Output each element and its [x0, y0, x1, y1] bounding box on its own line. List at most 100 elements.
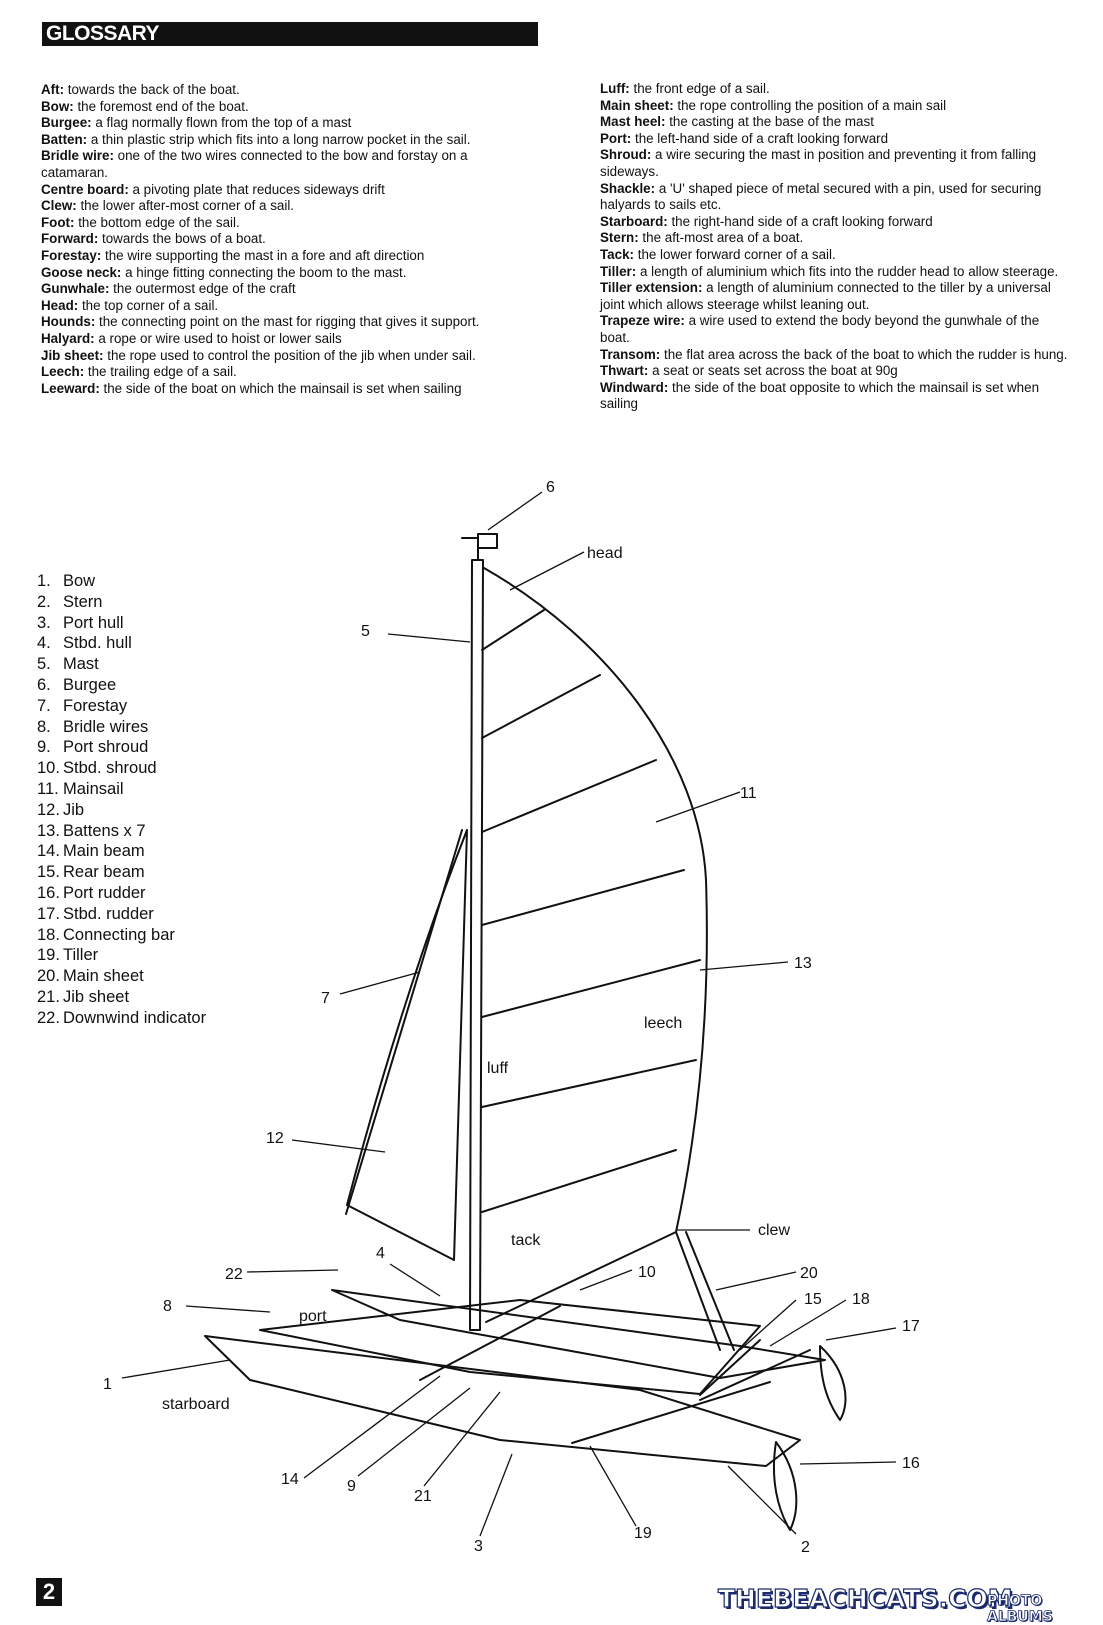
glossary-entry: Bridle wire: one of the two wires connec…: [41, 148, 511, 181]
glossary-title: GLOSSARY: [46, 22, 159, 45]
label-luff: luff: [487, 1060, 509, 1077]
leader-line: [700, 962, 788, 970]
label-12: 12: [266, 1130, 284, 1147]
label-starboard: starboard: [162, 1396, 230, 1413]
leader-line: [340, 972, 420, 994]
site-logo-subtitle: PHOTO ALBUMS: [987, 1593, 1103, 1625]
leader-line: [186, 1306, 270, 1312]
glossary-entry: Jib sheet: the rope used to control the …: [41, 348, 511, 365]
leader-line: [388, 634, 470, 642]
glossary-entry: Tiller: a length of aluminium which fits…: [600, 264, 1070, 281]
leader-line: [510, 552, 584, 590]
label-6: 6: [546, 479, 555, 496]
label-5: 5: [361, 623, 370, 640]
label-11: 11: [740, 785, 757, 802]
starboard-rudder: [774, 1442, 796, 1530]
leader-line: [358, 1388, 470, 1476]
leader-line: [716, 1272, 796, 1290]
glossary-entry: Main sheet: the rope controlling the pos…: [600, 98, 1070, 115]
label-13: 13: [794, 955, 812, 972]
label-22: 22: [225, 1266, 243, 1283]
label-leech: leech: [644, 1015, 682, 1032]
label-14: 14: [281, 1471, 299, 1488]
leader-line: [826, 1328, 896, 1340]
mainsail: [484, 568, 707, 1322]
label-16: 16: [902, 1455, 920, 1472]
glossary-entry: Shroud: a wire securing the mast in posi…: [600, 147, 1070, 180]
label-19: 19: [634, 1525, 652, 1542]
mast: [470, 560, 483, 1330]
page-number: 2: [36, 1578, 62, 1606]
leader-line: [247, 1270, 338, 1272]
glossary-entry: Leech: the trailing edge of a sail.: [41, 364, 511, 381]
label-9: 9: [347, 1478, 356, 1495]
leader-line: [122, 1360, 230, 1378]
glossary-entry: Port: the left-hand side of a craft look…: [600, 131, 1070, 148]
glossary-entry: Windward: the side of the boat opposite …: [600, 380, 1070, 413]
glossary-entry: Halyard: a rope or wire used to hoist or…: [41, 331, 511, 348]
glossary-entry: Stern: the aft-most area of a boat.: [600, 230, 1070, 247]
jib: [347, 830, 467, 1260]
main-sheet: [676, 1232, 734, 1350]
glossary-entry: Tack: the lower forward corner of a sail…: [600, 247, 1070, 264]
glossary-entry: Luff: the front edge of a sail.: [600, 81, 1070, 98]
label-clew: clew: [758, 1222, 790, 1239]
leader-line: [656, 792, 740, 822]
label-port: port: [299, 1308, 327, 1325]
glossary-entry: Batten: a thin plastic strip which fits …: [41, 132, 511, 149]
glossary-entry: Centre board: a pivoting plate that redu…: [41, 182, 511, 199]
label-4: 4: [376, 1245, 385, 1262]
leader-line: [424, 1392, 500, 1486]
glossary-entry: Bow: the foremost end of the boat.: [41, 99, 511, 116]
label-17: 17: [902, 1318, 920, 1335]
glossary-header: GLOSSARY: [42, 22, 538, 46]
glossary-entry: Starboard: the right-hand side of a craf…: [600, 214, 1070, 231]
glossary-entry: Head: the top corner of a sail.: [41, 298, 511, 315]
catamaran-diagram: 6 head 5 11 13 7 leech luff 12 clew tack…: [0, 460, 1103, 1580]
glossary-entry: Aft: towards the back of the boat.: [41, 82, 511, 99]
glossary-entry: Clew: the lower after-most corner of a s…: [41, 198, 511, 215]
glossary-entry: Hounds: the connecting point on the mast…: [41, 314, 511, 331]
glossary-entry: Forward: towards the bows of a boat.: [41, 231, 511, 248]
leader-line: [292, 1140, 385, 1152]
leader-line: [590, 1446, 636, 1526]
glossary-entry: Leeward: the side of the boat on which t…: [41, 381, 511, 398]
label-head: head: [587, 545, 623, 562]
leader-line: [488, 492, 542, 530]
glossary-entry: Mast heel: the casting at the base of th…: [600, 114, 1070, 131]
glossary-entry: Gunwhale: the outermost edge of the craf…: [41, 281, 511, 298]
label-10: 10: [638, 1264, 656, 1281]
label-tack: tack: [511, 1232, 541, 1249]
label-15: 15: [804, 1291, 822, 1308]
glossary-entry: Goose neck: a hinge fitting connecting t…: [41, 265, 511, 282]
label-20: 20: [800, 1265, 818, 1282]
leader-line: [728, 1466, 796, 1534]
glossary-entry: Thwart: a seat or seats set across the b…: [600, 363, 1070, 380]
forestay: [346, 830, 462, 1214]
port-rudder: [820, 1346, 845, 1420]
label-1: 1: [103, 1376, 112, 1393]
glossary-entry: Transom: the flat area across the back o…: [600, 347, 1070, 364]
glossary-entry: Shackle: a 'U' shaped piece of metal sec…: [600, 181, 1070, 214]
label-7: 7: [321, 990, 330, 1007]
leader-line: [390, 1264, 440, 1296]
glossary-entry: Burgee: a flag normally flown from the t…: [41, 115, 511, 132]
label-2: 2: [801, 1539, 810, 1556]
label-8: 8: [163, 1298, 172, 1315]
main-beam: [420, 1306, 560, 1380]
label-21: 21: [414, 1488, 432, 1505]
glossary-left-column: Aft: towards the back of the boat. Bow: …: [41, 82, 511, 397]
leader-line: [800, 1462, 896, 1464]
label-18: 18: [852, 1291, 870, 1308]
burgee: [462, 534, 497, 560]
leader-line: [480, 1454, 512, 1536]
glossary-entry: Trapeze wire: a wire used to extend the …: [600, 313, 1070, 346]
glossary-entry: Foot: the bottom edge of the sail.: [41, 215, 511, 232]
label-3: 3: [474, 1538, 483, 1555]
glossary-entry: Tiller extension: a length of aluminium …: [600, 280, 1070, 313]
glossary-entry: Forestay: the wire supporting the mast i…: [41, 248, 511, 265]
glossary-right-column: Luff: the front edge of a sail. Main she…: [600, 81, 1070, 413]
port-hull: [332, 1290, 825, 1378]
site-logo: THEBEACHCATS.COM: [718, 1584, 1013, 1613]
batten: [482, 610, 700, 1212]
